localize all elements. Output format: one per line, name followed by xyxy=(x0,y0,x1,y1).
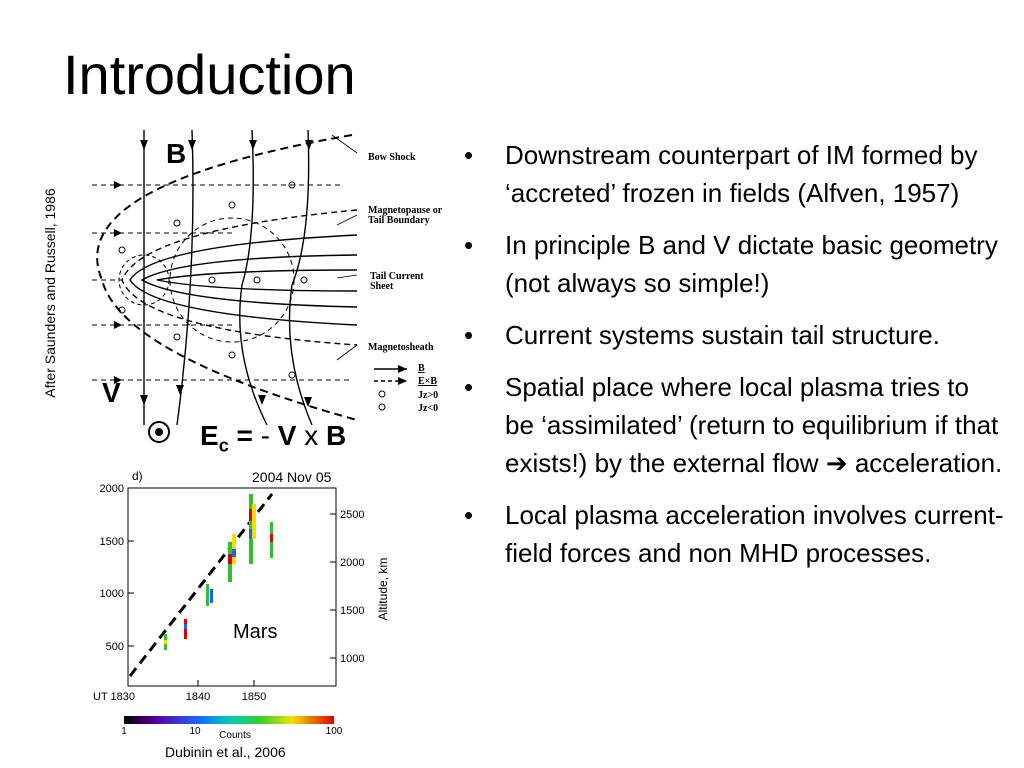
colorbar-tick: 100 xyxy=(326,726,343,737)
colorbar-tick: 10 xyxy=(189,726,201,737)
colorbar-label: Counts xyxy=(219,730,251,741)
bullet-item: •Spatial place where local plasma tries … xyxy=(464,372,1003,478)
bullet-list: •Downstream counterpart of IM formed by … xyxy=(464,136,1004,586)
figure-credit-bottom: Dubinin et al., 2006 xyxy=(165,744,286,760)
bullet-item: •Local plasma acceleration involves curr… xyxy=(464,500,1004,568)
bullet-item: •Downstream counterpart of IM formed by … xyxy=(464,140,978,208)
field-label-b: B xyxy=(166,138,187,169)
out-of-page-icon xyxy=(148,421,170,443)
x-tick-label: 1850 xyxy=(242,691,266,703)
y-tick-label: 2000 xyxy=(100,483,124,495)
fit-line xyxy=(128,493,274,677)
figure-credit-rotated: After Saunders and Russell, 1986 xyxy=(42,188,58,398)
alt-tick-label: 1500 xyxy=(340,605,364,617)
colorbar xyxy=(124,716,334,724)
slide-title: Introduction xyxy=(63,43,356,106)
colorbar-tick: 1 xyxy=(121,726,127,737)
bullet-item: •In principle B and V dictate basic geom… xyxy=(464,230,998,298)
alt-tick-label: 2000 xyxy=(340,557,364,569)
convective-field-equation: Ec = - V x B xyxy=(148,420,346,457)
label-bow-shock: Bow Shock xyxy=(368,152,416,163)
label-sheet: Sheet xyxy=(370,281,394,292)
mars-altitude-plot: d) 2004 Nov 05 2000 1500 1000 500 2500 2… xyxy=(93,469,390,741)
legend-jz-pos: Jz>0 xyxy=(418,390,439,401)
legend-jz-neg: Jz<0 xyxy=(418,403,439,414)
mars-label: Mars xyxy=(233,621,278,643)
bullet-item: •Current systems sustain tail structure. xyxy=(464,320,940,350)
label-tail-current: Tail Current xyxy=(370,271,424,282)
magnetotail-diagram xyxy=(92,129,407,425)
arrow-right-icon: ➔ xyxy=(825,448,848,478)
y-tick-label: 500 xyxy=(106,641,124,653)
spectrogram-bars xyxy=(164,494,273,650)
alt-tick-label: 1000 xyxy=(340,653,364,665)
x-tick-label: UT 1830 xyxy=(93,691,135,703)
y-tick-label: 1000 xyxy=(100,588,124,600)
flow-label-v: V xyxy=(102,377,121,408)
panel-label: d) xyxy=(132,469,143,483)
x-tick-label: 1840 xyxy=(186,691,210,703)
alt-axis-label: Altitude, km xyxy=(376,558,390,621)
label-magnetosheath: Magnetosheath xyxy=(368,342,434,353)
label-tail-boundary: Tail Boundary xyxy=(368,215,430,226)
bow-shock-curve xyxy=(96,134,358,421)
legend-b: B xyxy=(418,363,425,374)
alt-tick-label: 2500 xyxy=(340,509,364,521)
legend-exb: E×B xyxy=(418,376,438,387)
label-magnetopause: Magnetopause or xyxy=(368,205,443,216)
y-tick-label: 1500 xyxy=(100,536,124,548)
plot-date: 2004 Nov 05 xyxy=(252,469,332,485)
